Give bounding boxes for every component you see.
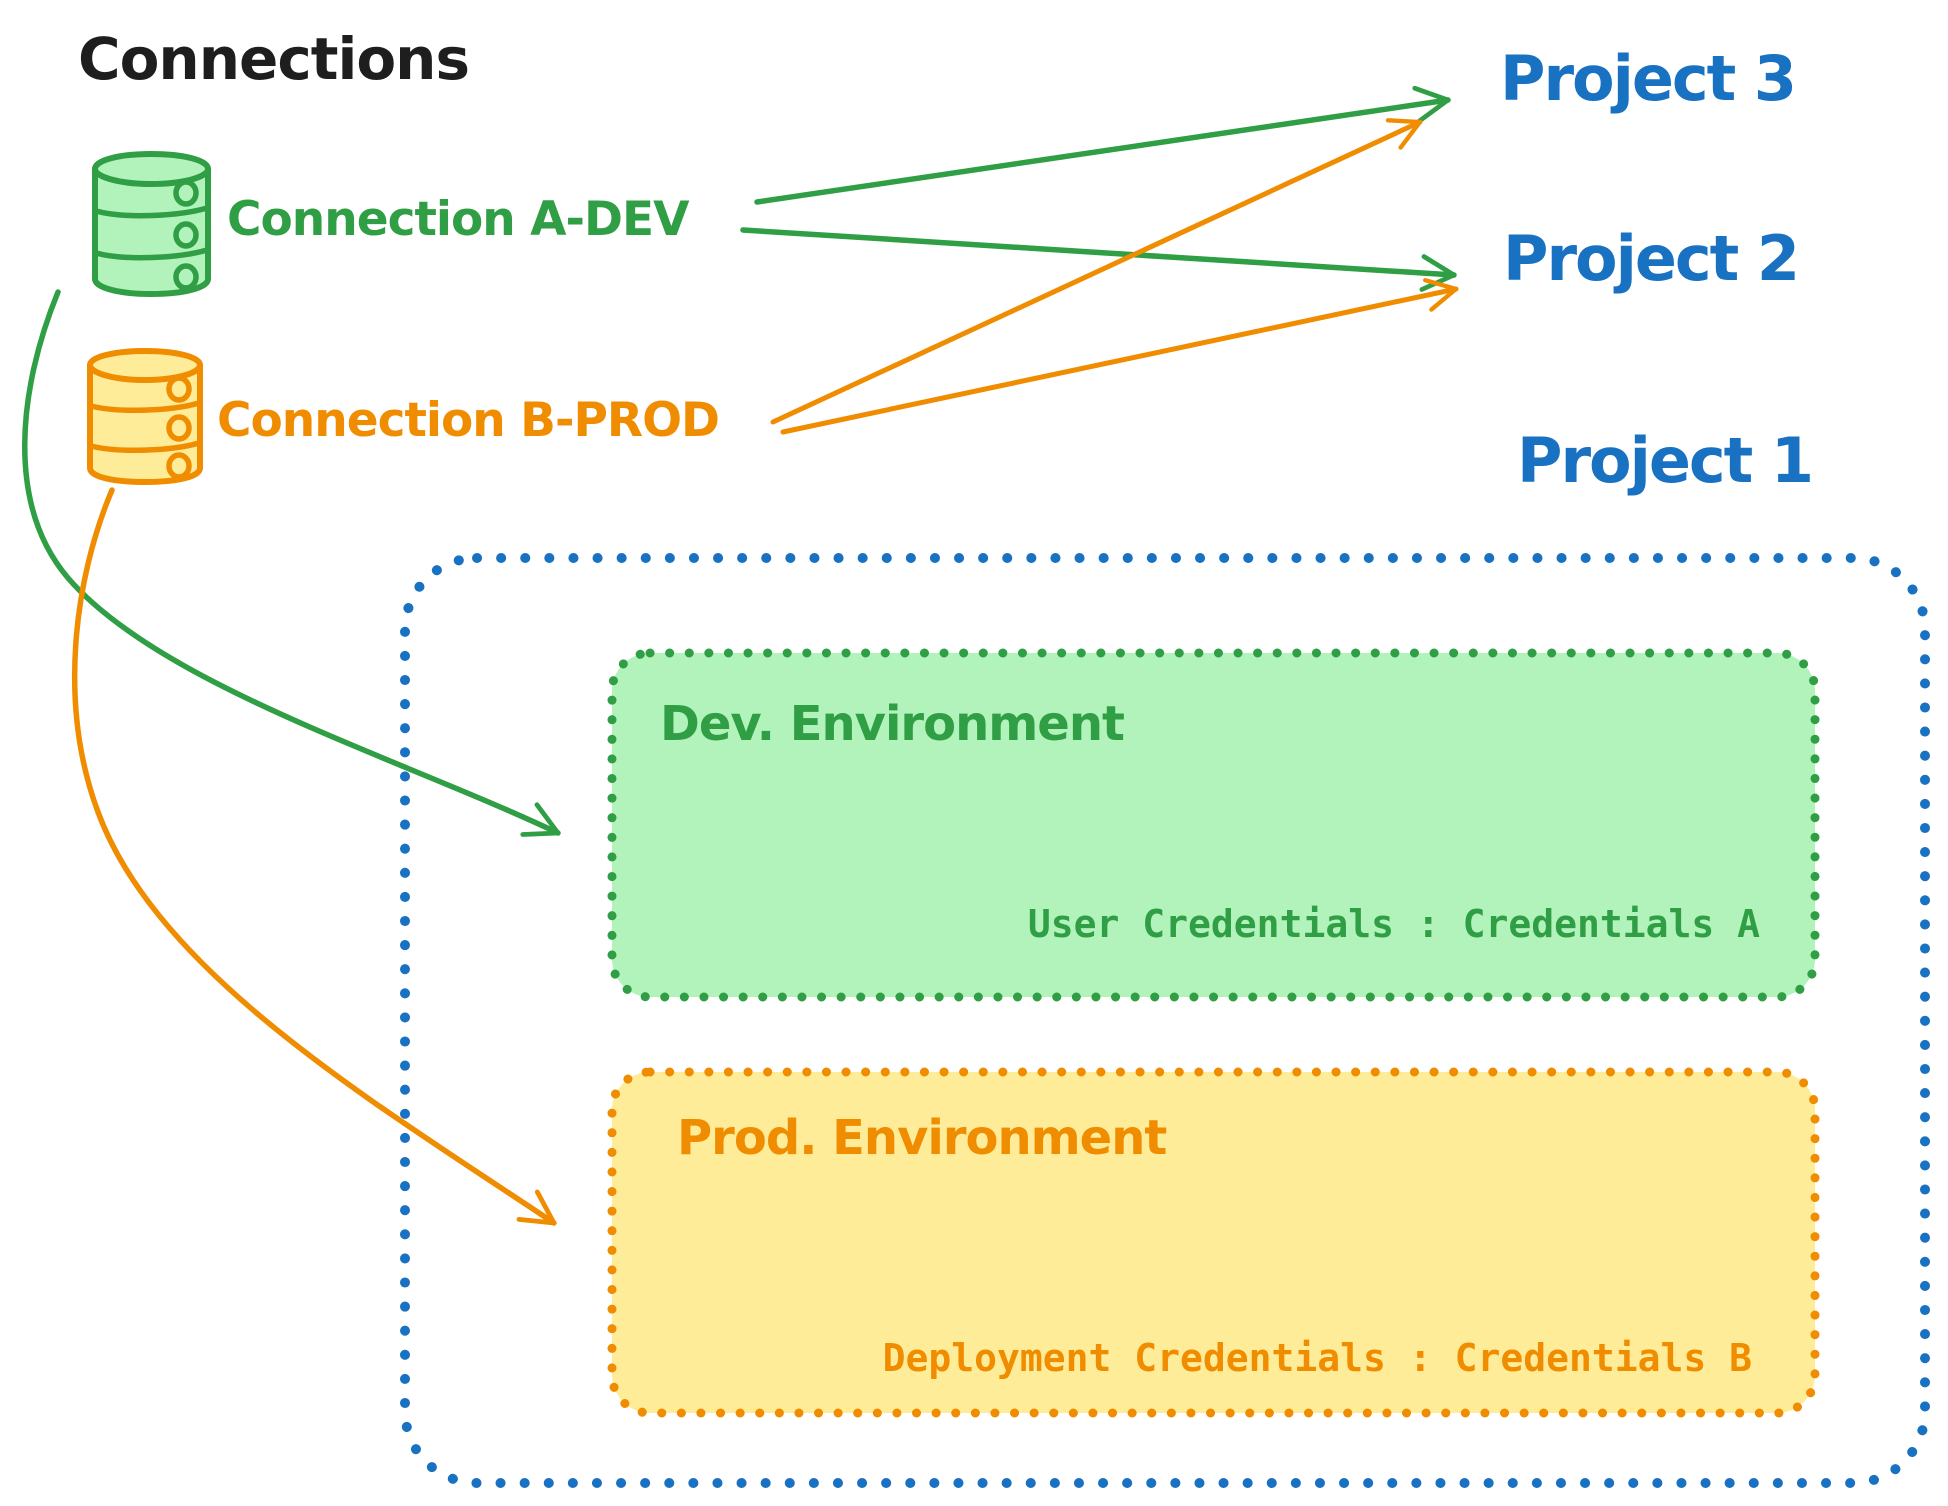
project1-container-box [400,553,1930,1488]
prod-credentials-text: Deployment Credentials : Credentials B [882,1336,1752,1380]
connection-a-dev-label: Connection A-DEV [227,192,690,247]
connection-b-prod-label: Connection B-PROD [217,393,720,448]
project-2-label: Project 2 [1503,222,1800,295]
project-3-label: Project 3 [1500,42,1797,115]
page-title: Connections [78,25,470,93]
arrow-b-prod-to-project-3 [770,118,1423,425]
arrow-a-dev-to-project-2 [740,227,1457,292]
arrow-b-prod-to-prod-environment [71,487,557,1226]
dev-environment-box [607,648,1820,1002]
arrow-a-dev-to-project-3 [754,85,1451,205]
arrow-b-prod-to-project-2 [780,278,1459,435]
dev-environment-title: Dev. Environment [660,696,1125,752]
project-1-label: Project 1 [1517,424,1814,497]
database-icon-prod [87,348,203,485]
arrow-a-dev-to-dev-environment [22,289,561,837]
prod-environment-box [607,1067,1820,1418]
dev-credentials-text: User Credentials : Credentials A [1027,902,1760,946]
database-icon-dev [92,151,211,297]
prod-environment-title: Prod. Environment [677,1110,1167,1166]
